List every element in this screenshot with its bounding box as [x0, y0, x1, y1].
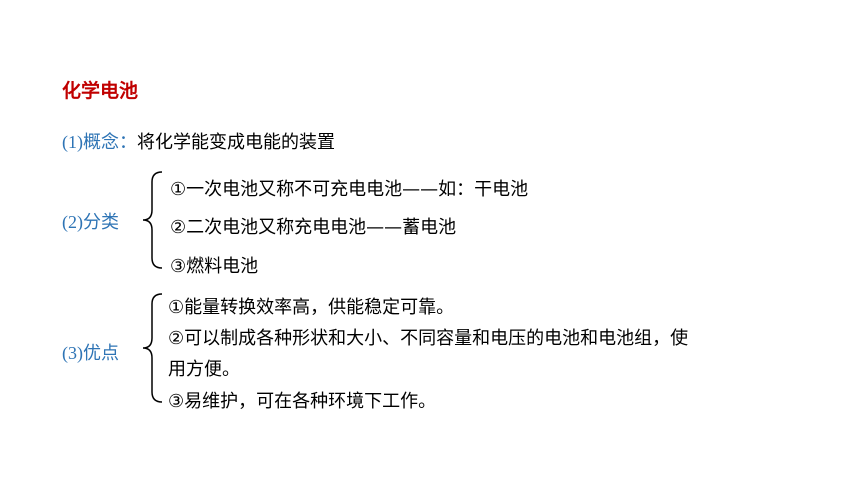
classification-label-text: 分类 — [83, 212, 119, 233]
classification-label: (2)分类 — [62, 208, 119, 234]
concept-text: 将化学能变成电能的装置 — [137, 132, 335, 153]
advantage-line: ①能量转换效率高，供能稳定可靠。 — [168, 297, 455, 318]
page-title: 化学电池 — [62, 80, 139, 102]
classification-brace — [142, 171, 163, 269]
advantage-line: 用方便。 — [168, 359, 240, 380]
classification-item: ②二次电池又称充电电池——蓄电池 — [170, 217, 457, 238]
concept-label: 概念 — [83, 132, 119, 153]
advantages-label-text: 优点 — [83, 343, 119, 364]
advantage-line: ③易维护，可在各种环境下工作。 — [168, 391, 437, 412]
advantages-label: (3)优点 — [62, 339, 119, 365]
concept-number: (1) — [62, 132, 83, 152]
advantages-brace — [142, 293, 163, 403]
concept-row: (1)概念：将化学能变成电能的装置 — [62, 128, 335, 154]
classification-item: ①一次电池又称不可充电电池——如：干电池 — [170, 179, 529, 200]
advantage-line: ②可以制成各种形状和大小、不同容量和电压的电池和电池组，使 — [168, 328, 689, 349]
concept-separator: ： — [119, 132, 137, 153]
classification-number: (2) — [62, 212, 83, 232]
classification-item: ③燃料电池 — [170, 256, 259, 277]
advantages-number: (3) — [62, 343, 83, 363]
